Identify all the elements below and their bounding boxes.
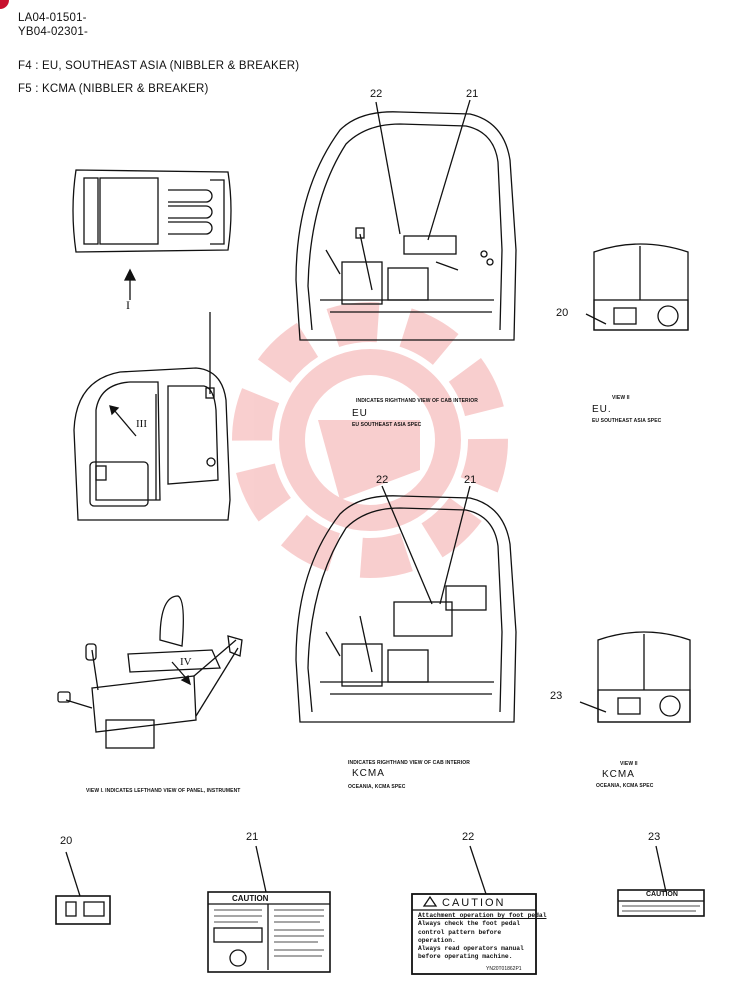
kcma-interior-spec: OCEANIA, KCMA SPEC	[348, 784, 406, 790]
callout-kcma-22: 22	[376, 474, 389, 486]
callout-kcma-21: 21	[464, 474, 477, 486]
label-21-text-lines	[214, 909, 324, 957]
kcma-switch-panel-view	[579, 631, 691, 723]
kcma-view-region: KCMA	[602, 769, 635, 780]
label-21-number: 21	[246, 831, 259, 843]
label-22-line: Attachment operation by foot pedal	[418, 912, 547, 919]
eu-view-caption: VIEW II	[612, 395, 630, 401]
eu-interior-region: EU	[352, 408, 368, 419]
callout-eu-21: 21	[466, 88, 479, 100]
corner-badge	[0, 0, 9, 9]
kcma-view-caption: VIEW II	[620, 761, 638, 767]
variant-f5: F5 : KCMA (NIBBLER & BREAKER)	[18, 83, 209, 95]
kcma-interior-region: KCMA	[352, 768, 385, 779]
callout-eu-20: 20	[556, 307, 569, 319]
variant-f4: F4 : EU, SOUTHEAST ASIA (NIBBLER & BREAK…	[18, 60, 300, 72]
arrow-iii-label: III	[136, 418, 147, 430]
arrow-i	[123, 268, 137, 300]
label-22-line: before operating machine.	[418, 953, 513, 961]
serial-range-1: LA04-01501-	[18, 12, 87, 24]
serial-range-2: YB04-02301-	[18, 26, 88, 38]
label-22-line: operation.	[418, 936, 456, 944]
callout-eu-22: 22	[370, 88, 383, 100]
cab-roof-top-view	[72, 169, 232, 253]
eu-view-region: EU.	[592, 404, 612, 415]
kcma-view-spec: OCEANIA, KCMA SPEC	[596, 783, 654, 789]
eu-cab-interior-view	[295, 99, 517, 341]
arrow-i-label: I	[126, 298, 130, 312]
label-20-plate	[55, 895, 111, 925]
label-22-number: 22	[462, 831, 475, 843]
label-23-title: CAUTION	[646, 891, 678, 898]
view-i-caption: VIEW I. INDICATES LEFTHAND VIEW OF PANEL…	[86, 788, 241, 794]
eu-switch-panel-view	[585, 243, 689, 331]
cab-exterior-left-view	[73, 312, 231, 521]
label-22-part-number: YN20T01862P1	[486, 966, 522, 972]
label-23-plate	[617, 889, 705, 917]
leader-23	[655, 845, 667, 893]
label-22-line: control pattern before	[418, 928, 502, 936]
eu-view-spec: EU SOUTHEAST ASIA SPEC	[592, 418, 662, 424]
leader-22	[469, 845, 487, 895]
leader-20	[65, 851, 81, 897]
label-23-text-lines	[622, 905, 700, 912]
kcma-cab-interior-view	[295, 485, 517, 723]
label-22-title: CAUTION	[442, 897, 506, 909]
eu-interior-caption: INDICATES RIGHTHAND VIEW OF CAB INTERIOR	[356, 398, 478, 404]
label-22-line: Always check the foot pedal	[418, 920, 521, 928]
label-22-body: Attachment operation by foot pedal Alway…	[418, 912, 546, 962]
label-22-plate	[411, 893, 537, 975]
watermark-gear	[232, 302, 508, 578]
callout-kcma-23: 23	[550, 690, 563, 702]
label-20-number: 20	[60, 835, 73, 847]
label-21-title: CAUTION	[232, 894, 269, 903]
eu-interior-spec: EU SOUTHEAST ASIA SPEC	[352, 422, 422, 428]
arrow-iv-label: IV	[180, 656, 192, 668]
kcma-interior-caption: INDICATES RIGHTHAND VIEW OF CAB INTERIOR	[348, 760, 470, 766]
operator-seat-view	[57, 595, 243, 749]
leader-21	[255, 845, 267, 893]
label-23-number: 23	[648, 831, 661, 843]
label-22-line: Always read operators manual	[418, 945, 524, 953]
label-21-plate	[207, 891, 331, 973]
